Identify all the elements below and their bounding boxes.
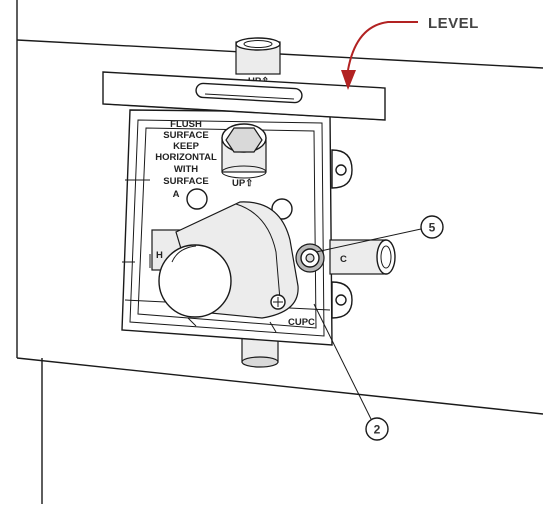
callout-5: 5 <box>315 215 444 253</box>
cold-mark: C <box>340 254 347 265</box>
cold-outlet: C <box>295 239 396 275</box>
instruction-line-3: KEEP <box>173 141 200 152</box>
wall-panel <box>16 0 543 504</box>
instruction-line-2: SURFACE <box>163 130 208 141</box>
phillips-screw-icon <box>270 294 286 310</box>
hex-cap: UP⇧ <box>221 123 267 189</box>
callout-2-number: 2 <box>374 423 381 437</box>
valve-dome-cap <box>158 244 232 318</box>
instruction-line-7: A <box>173 189 180 200</box>
hex-up-marker: UP⇧ <box>232 178 253 189</box>
callout-5-number: 5 <box>429 221 436 235</box>
instruction-line-6: SURFACE <box>163 176 208 187</box>
embossed-instructions: FLUSH SURFACE KEEP HORIZONTAL WITH SURFA… <box>155 119 217 200</box>
level-tool <box>102 71 386 121</box>
curved-arrow-icon <box>347 21 418 71</box>
instruction-line-4: HORIZONTAL <box>155 152 217 163</box>
hot-mark: H <box>156 250 163 261</box>
level-label: LEVEL <box>428 15 479 32</box>
cupc-mark: CUPC <box>288 317 315 328</box>
level-callout: LEVEL <box>341 15 479 90</box>
callout-2: 2 <box>313 303 389 441</box>
instruction-line-5: WITH <box>174 164 198 175</box>
valve-body <box>158 201 299 319</box>
hex-nut-icon <box>225 127 263 153</box>
instruction-line-1: FLUSH <box>170 119 202 130</box>
